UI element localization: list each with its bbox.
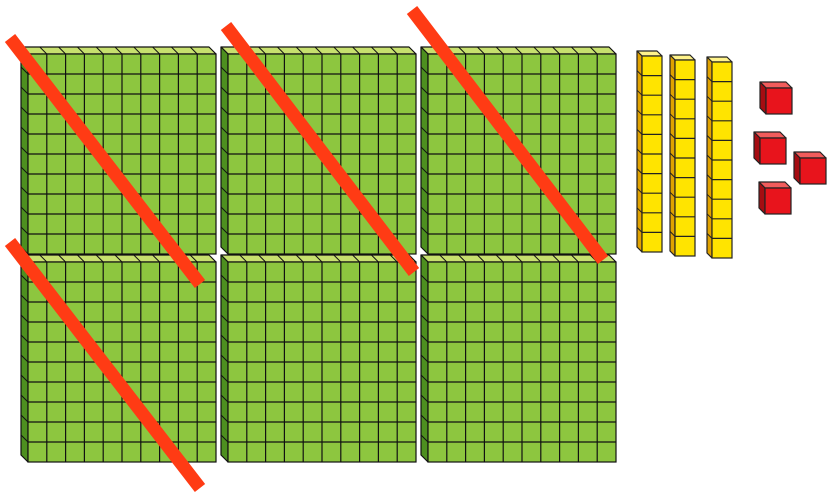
ten-rod <box>707 57 732 258</box>
one-unit <box>759 182 791 214</box>
ten-rod <box>670 55 695 256</box>
hundreds-flats-group <box>21 47 616 462</box>
hundred-flat <box>21 47 216 254</box>
one-unit <box>754 132 786 164</box>
hundred-flat <box>221 255 416 462</box>
ten-rod <box>637 51 662 252</box>
hundred-flat <box>421 255 616 462</box>
one-unit <box>760 82 792 114</box>
ones-units-group <box>754 82 826 214</box>
one-unit <box>794 152 826 184</box>
tens-rods-group <box>637 51 732 258</box>
